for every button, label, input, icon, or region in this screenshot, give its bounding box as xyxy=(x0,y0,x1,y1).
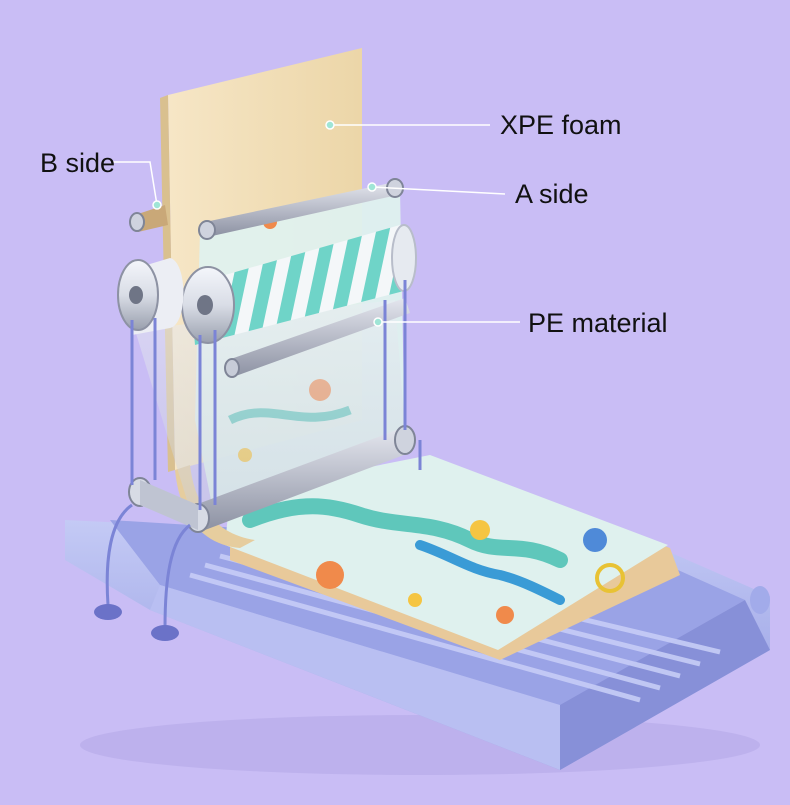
label-pe-material: PE material xyxy=(528,308,668,338)
callout-dot-b-side xyxy=(152,200,162,210)
pe-film xyxy=(135,300,405,510)
callout-lines xyxy=(112,124,520,323)
support-rods xyxy=(105,280,422,629)
white-roller xyxy=(117,258,184,335)
callout-dot-pe xyxy=(373,317,383,327)
callout-dot-a-side xyxy=(367,182,377,192)
press-roller xyxy=(128,425,416,533)
striped-roller xyxy=(181,224,417,345)
machine-feet xyxy=(94,604,179,641)
label-xpe-foam: XPE foam xyxy=(500,110,622,140)
b-side-roller xyxy=(129,205,168,232)
callout-line-b-side xyxy=(112,161,158,206)
pe-bar xyxy=(224,298,410,378)
label-a-side: A side xyxy=(515,179,589,209)
callout-dot-xpe xyxy=(325,120,335,130)
callout-line-a-side xyxy=(371,186,506,195)
label-b-side: B side xyxy=(40,148,116,178)
flat-mat xyxy=(225,455,680,660)
callout-dots xyxy=(152,120,383,327)
floor-shadow xyxy=(80,715,760,775)
